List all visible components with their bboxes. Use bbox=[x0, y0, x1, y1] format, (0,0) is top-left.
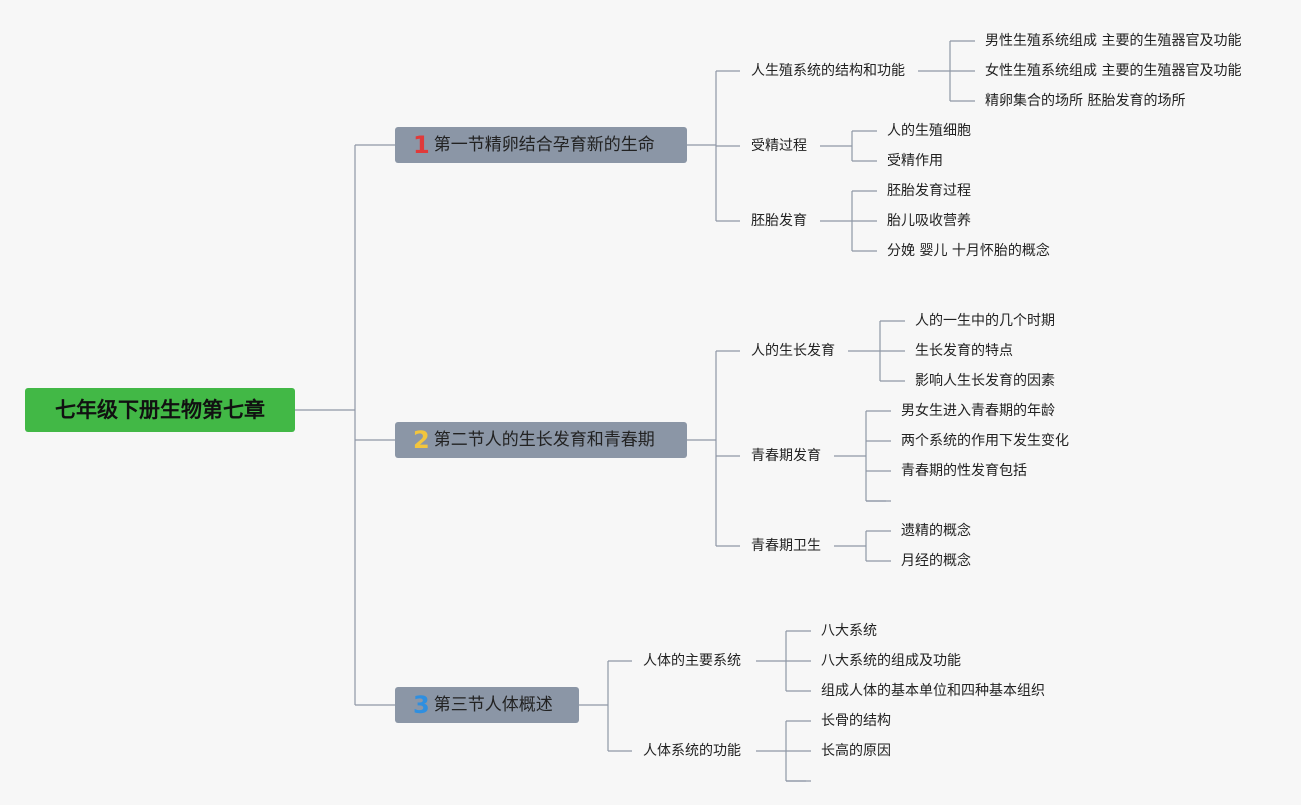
section-node-2[interactable]: 2 第二节人的生长发育和青春期 bbox=[395, 422, 687, 458]
leaf-node[interactable]: 遗精的概念 bbox=[901, 523, 971, 539]
leaf-node[interactable]: 八大系统 bbox=[821, 623, 877, 639]
section-label: 第三节人体概述 bbox=[433, 695, 553, 715]
leaf-node[interactable]: 两个系统的作用下发生变化 bbox=[901, 433, 1069, 449]
section-label: 第二节人的生长发育和青春期 bbox=[433, 430, 655, 450]
section-number-badge: 3 bbox=[413, 691, 430, 719]
leaf-node[interactable]: 男性生殖系统组成 主要的生殖器官及功能 bbox=[985, 33, 1242, 49]
leaf-node[interactable]: 月经的概念 bbox=[901, 553, 971, 569]
leaf-node[interactable]: 胎儿吸收营养 bbox=[887, 213, 971, 229]
section-label: 第一节精卵结合孕育新的生命 bbox=[433, 135, 655, 155]
leaf-node[interactable]: 人的一生中的几个时期 bbox=[915, 313, 1055, 329]
leaf-node[interactable]: 胚胎发育过程 bbox=[887, 183, 971, 199]
topic-node[interactable]: 青春期卫生 bbox=[751, 538, 821, 554]
section-number-badge: 2 bbox=[413, 426, 430, 454]
topic-node[interactable]: 胚胎发育 bbox=[751, 213, 807, 229]
topic-node[interactable]: 人的生长发育 bbox=[751, 343, 835, 359]
section-node-1[interactable]: 1 第一节精卵结合孕育新的生命 bbox=[395, 127, 687, 163]
section-number-badge: 1 bbox=[413, 131, 430, 159]
leaf-node[interactable]: 八大系统的组成及功能 bbox=[821, 653, 961, 669]
topic-node[interactable]: 受精过程 bbox=[751, 138, 807, 154]
leaf-node[interactable]: 受精作用 bbox=[887, 153, 943, 169]
root-label: 七年级下册生物第七章 bbox=[55, 398, 265, 422]
leaf-node[interactable]: 长骨的结构 bbox=[821, 713, 891, 729]
leaf-node[interactable]: 青春期的性发育包括 bbox=[901, 463, 1027, 479]
topic-node[interactable]: 人生殖系统的结构和功能 bbox=[751, 63, 905, 79]
leaf-node[interactable]: 精卵集合的场所 胚胎发育的场所 bbox=[985, 93, 1186, 109]
topic-node[interactable]: 人体的主要系统 bbox=[643, 653, 741, 669]
leaf-node[interactable]: 长高的原因 bbox=[821, 743, 891, 759]
topic-node[interactable]: 人体系统的功能 bbox=[643, 743, 741, 759]
root-node[interactable]: 七年级下册生物第七章 bbox=[25, 388, 295, 432]
leaf-node[interactable]: 人的生殖细胞 bbox=[887, 123, 971, 139]
leaf-node[interactable]: 组成人体的基本单位和四种基本组织 bbox=[821, 683, 1045, 699]
leaf-node[interactable]: 生长发育的特点 bbox=[915, 343, 1013, 359]
topic-node[interactable]: 青春期发育 bbox=[751, 448, 821, 464]
leaf-node[interactable]: 女性生殖系统组成 主要的生殖器官及功能 bbox=[985, 63, 1242, 79]
leaf-node[interactable]: 男女生进入青春期的年龄 bbox=[901, 403, 1055, 419]
section-node-3[interactable]: 3 第三节人体概述 bbox=[395, 687, 579, 723]
leaf-node[interactable]: 影响人生长发育的因素 bbox=[915, 373, 1055, 389]
leaf-node[interactable]: 分娩 婴儿 十月怀胎的概念 bbox=[887, 243, 1050, 259]
